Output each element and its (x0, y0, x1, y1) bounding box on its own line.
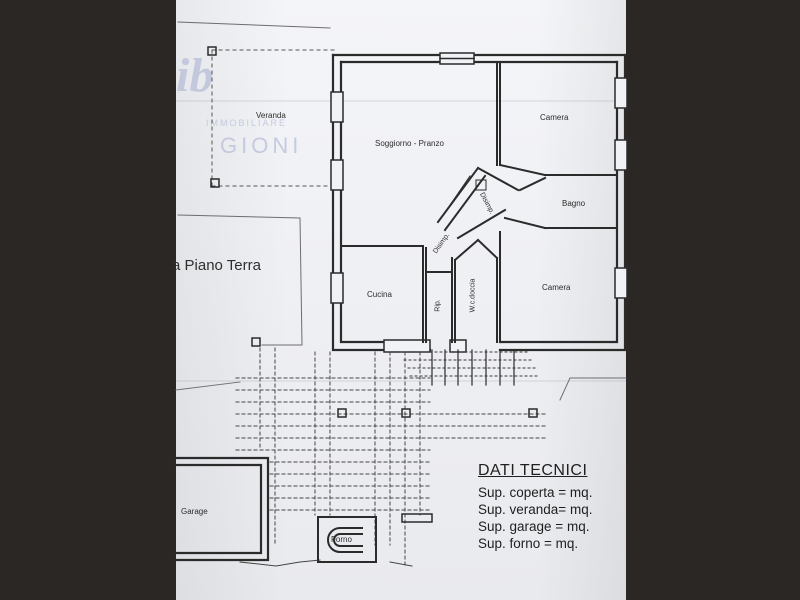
room-label-rip: Rip. (434, 299, 442, 312)
fold-line (176, 380, 626, 382)
garage-surround (239, 559, 413, 567)
floor-label: a Piano Terra (172, 257, 261, 274)
watermark-logo: ib (176, 49, 214, 102)
fold-line (176, 100, 626, 102)
room-label-wc: W.c.doccia (469, 278, 477, 313)
room-label-cucina: Cucina (367, 290, 392, 299)
room-label-camera-bottom: Camera (542, 283, 571, 292)
dati-row: Sup. garage = mq. (478, 519, 590, 534)
paper-shading (176, 0, 626, 600)
window-marks (330, 52, 628, 353)
watermark-bottom-text: GIONI (220, 133, 303, 158)
interior-walls (340, 61, 618, 343)
watermark-top-text: IMMOBILIARE (206, 118, 288, 128)
room-label-forno: Forno (331, 535, 352, 544)
door-marks (447, 175, 487, 209)
dati-tecnici-block: DATI TECNICI Sup. coperta = mq. Sup. ver… (478, 462, 592, 552)
dati-tecnici-title: DATI TECNICI (478, 462, 588, 479)
dati-row: Sup. veranda= mq. (478, 502, 593, 517)
veranda-outline (211, 49, 335, 187)
room-label-soggiorno: Soggiorno - Pranzo (375, 139, 444, 148)
room-label-bagno: Bagno (562, 199, 586, 208)
dati-row: Sup. coperta = mq. (478, 485, 593, 500)
veranda-pillar (207, 46, 217, 56)
garage-walls (174, 456, 270, 562)
pergola-grid (235, 347, 546, 566)
forno-shape (317, 516, 377, 563)
stair-steps (399, 351, 541, 377)
veranda-pillar (210, 178, 220, 188)
room-label-camera-top: Camera (540, 113, 569, 122)
stair-risers (431, 349, 515, 386)
room-label-veranda: Veranda (256, 111, 286, 120)
plan-sheet (176, 0, 626, 600)
room-label-garage: Garage (181, 507, 208, 516)
dati-row: Sup. forno = mq. (478, 536, 579, 551)
terrain-lines (175, 21, 627, 401)
pergola-posts (251, 337, 538, 523)
